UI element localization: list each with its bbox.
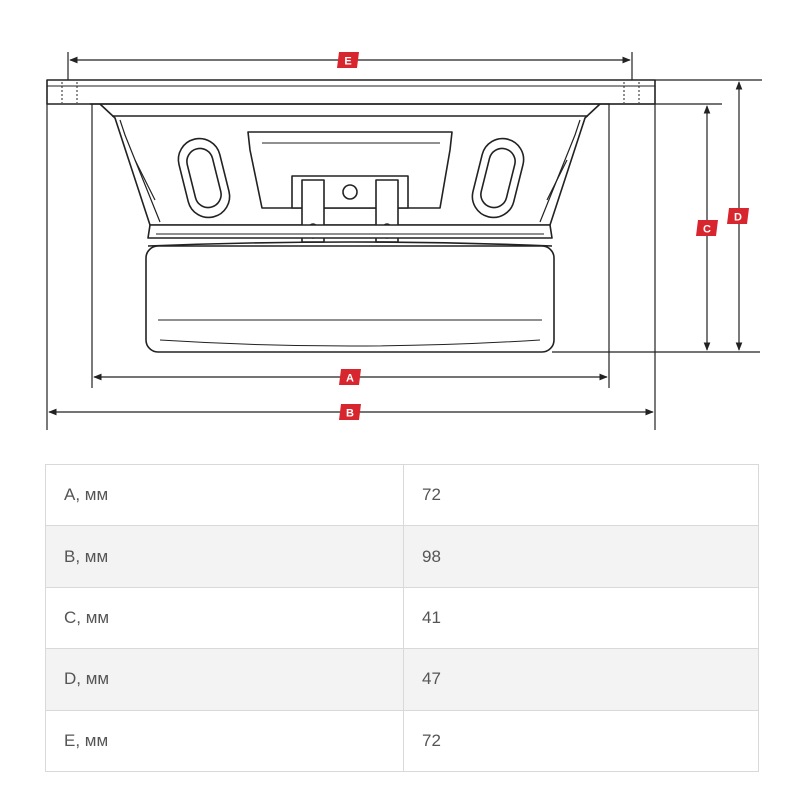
value-cell: 47 <box>403 648 759 711</box>
flange-hole-right <box>623 82 640 103</box>
table-row: E, мм 72 <box>45 709 759 772</box>
value-cell: 72 <box>403 463 759 527</box>
flange-hole-left <box>61 82 78 103</box>
param-cell: B, мм <box>45 525 404 588</box>
label-badge-d: D <box>727 208 749 224</box>
value-cell: 98 <box>403 525 759 588</box>
value-cell: 41 <box>403 586 759 650</box>
param-cell: D, мм <box>45 648 404 711</box>
label-badge-a: A <box>339 369 361 385</box>
value-cell: 72 <box>403 709 759 772</box>
table-row: D, мм 47 <box>45 648 759 711</box>
svg-text:A: A <box>346 373 354 385</box>
label-badge-e: E <box>337 52 359 68</box>
dimensions-table: A, мм 72 B, мм 98 C, мм 41 D, мм 47 E, м… <box>45 463 759 772</box>
dimension-c <box>552 103 760 353</box>
svg-text:D: D <box>734 212 742 224</box>
param-cell: A, мм <box>45 463 404 527</box>
label-badge-c: C <box>696 220 718 236</box>
svg-text:B: B <box>346 408 354 420</box>
speaker-top-plate <box>147 224 553 239</box>
table-row: C, мм 41 <box>45 586 759 650</box>
svg-text:E: E <box>344 56 351 68</box>
speaker-dimension-drawing: E A B C D <box>46 52 762 430</box>
label-badge-b: B <box>339 404 361 420</box>
speaker-side-view <box>46 79 656 353</box>
speaker-magnet <box>145 245 555 353</box>
param-cell: E, мм <box>45 709 404 772</box>
param-cell: C, мм <box>45 586 404 650</box>
speaker-flange <box>46 79 656 105</box>
table-row: A, мм 72 <box>45 463 759 527</box>
table-row: B, мм 98 <box>45 525 759 588</box>
terminal-hole <box>342 184 358 200</box>
svg-text:C: C <box>703 224 711 236</box>
